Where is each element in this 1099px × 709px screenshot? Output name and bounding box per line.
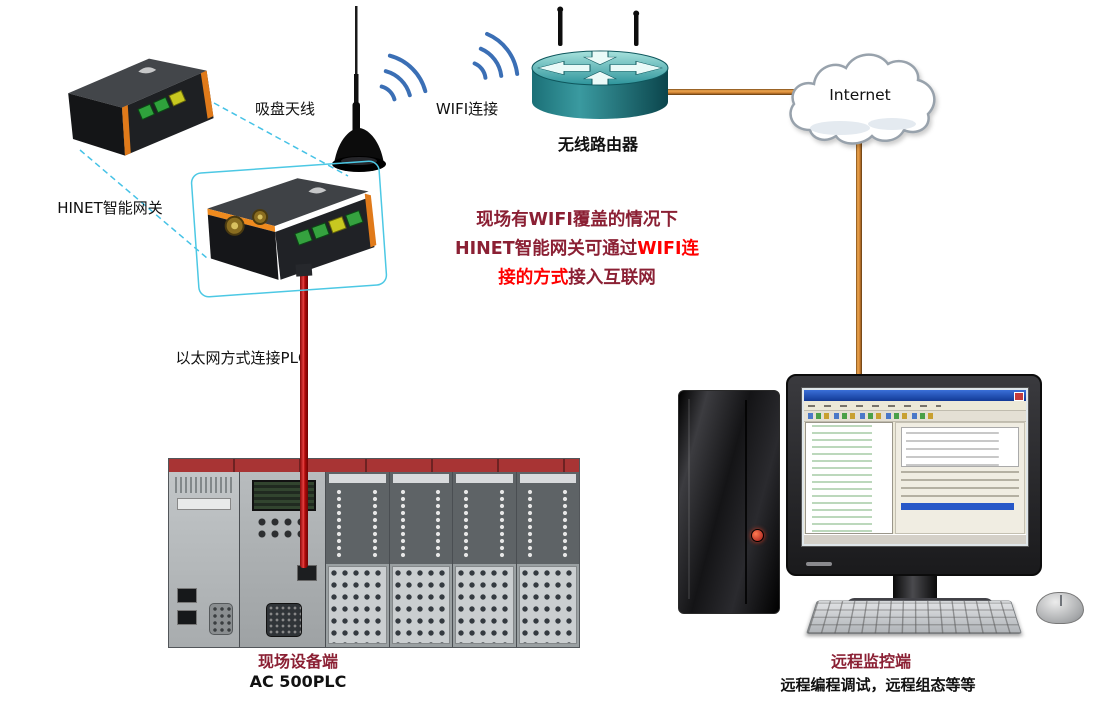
power-button-icon: [751, 529, 764, 542]
antenna-icon: [332, 6, 386, 172]
close-icon: [1014, 392, 1024, 401]
field-side-title: 现场设备端: [257, 652, 338, 671]
gateway-label: HINET智能网关: [57, 199, 163, 217]
wifi-note-line1: 现场有WIFI覆盖的情况下: [476, 210, 678, 230]
plc-psu-module: [169, 472, 239, 647]
monitor-brand-logo: [806, 562, 832, 566]
plc-io-module: [325, 472, 389, 647]
tower-pc-icon: [678, 390, 780, 614]
internet-cloud-icon: Internet: [789, 53, 936, 145]
wifi-link-label: WIFI连接: [435, 100, 499, 118]
plc-cpu-module: [239, 472, 325, 647]
monitor-stand-neck: [893, 574, 937, 602]
field-side-subtitle: AC 500PLC: [249, 672, 347, 691]
plc-rack-icon: [168, 458, 580, 648]
mouse-icon: [1036, 592, 1084, 624]
wireless-router-icon: [531, 6, 669, 119]
ethernet-link-label: 以太网方式连接PLC: [175, 349, 309, 367]
project-tree-pane: [805, 422, 893, 534]
wifi-note-line3: 接的方式接入互联网: [498, 268, 656, 288]
settings-pane: [895, 422, 1025, 534]
plc-top-stripe: [169, 459, 579, 472]
remote-side-subtitle: 远程编程调试，远程组态等等: [780, 676, 976, 694]
plc-io-module: [452, 472, 516, 647]
router-label: 无线路由器: [557, 135, 638, 154]
monitor-screen: [801, 387, 1029, 547]
ethernet-cable-line: [300, 266, 308, 568]
software-window: [804, 390, 1026, 544]
wifi-note: 现场有WIFI覆盖的情况下 HINET智能网关可通过WIFI连 接的方式接入互联…: [427, 206, 727, 293]
wifi-waves-icon: [379, 53, 428, 102]
plc-io-module: [388, 472, 452, 647]
router-to-internet-cable-line: [660, 89, 796, 95]
internet-to-pc-cable-line: [856, 140, 862, 380]
keyboard-icon: [806, 600, 1022, 634]
plc-ethernet-port: [297, 565, 317, 581]
gateway-device-large-icon: [190, 160, 388, 298]
wifi-note-line2: HINET智能网关可通过WIFI连: [455, 239, 699, 259]
gateway-device-small-icon: [68, 58, 214, 156]
wifi-waves-icon: [472, 31, 520, 80]
antenna-label: 吸盘天线: [254, 100, 315, 118]
internet-label: Internet: [829, 86, 891, 104]
remote-side-title: 远程监控端: [830, 652, 911, 671]
plc-io-module: [515, 472, 579, 647]
monitor-icon: [786, 374, 1042, 576]
